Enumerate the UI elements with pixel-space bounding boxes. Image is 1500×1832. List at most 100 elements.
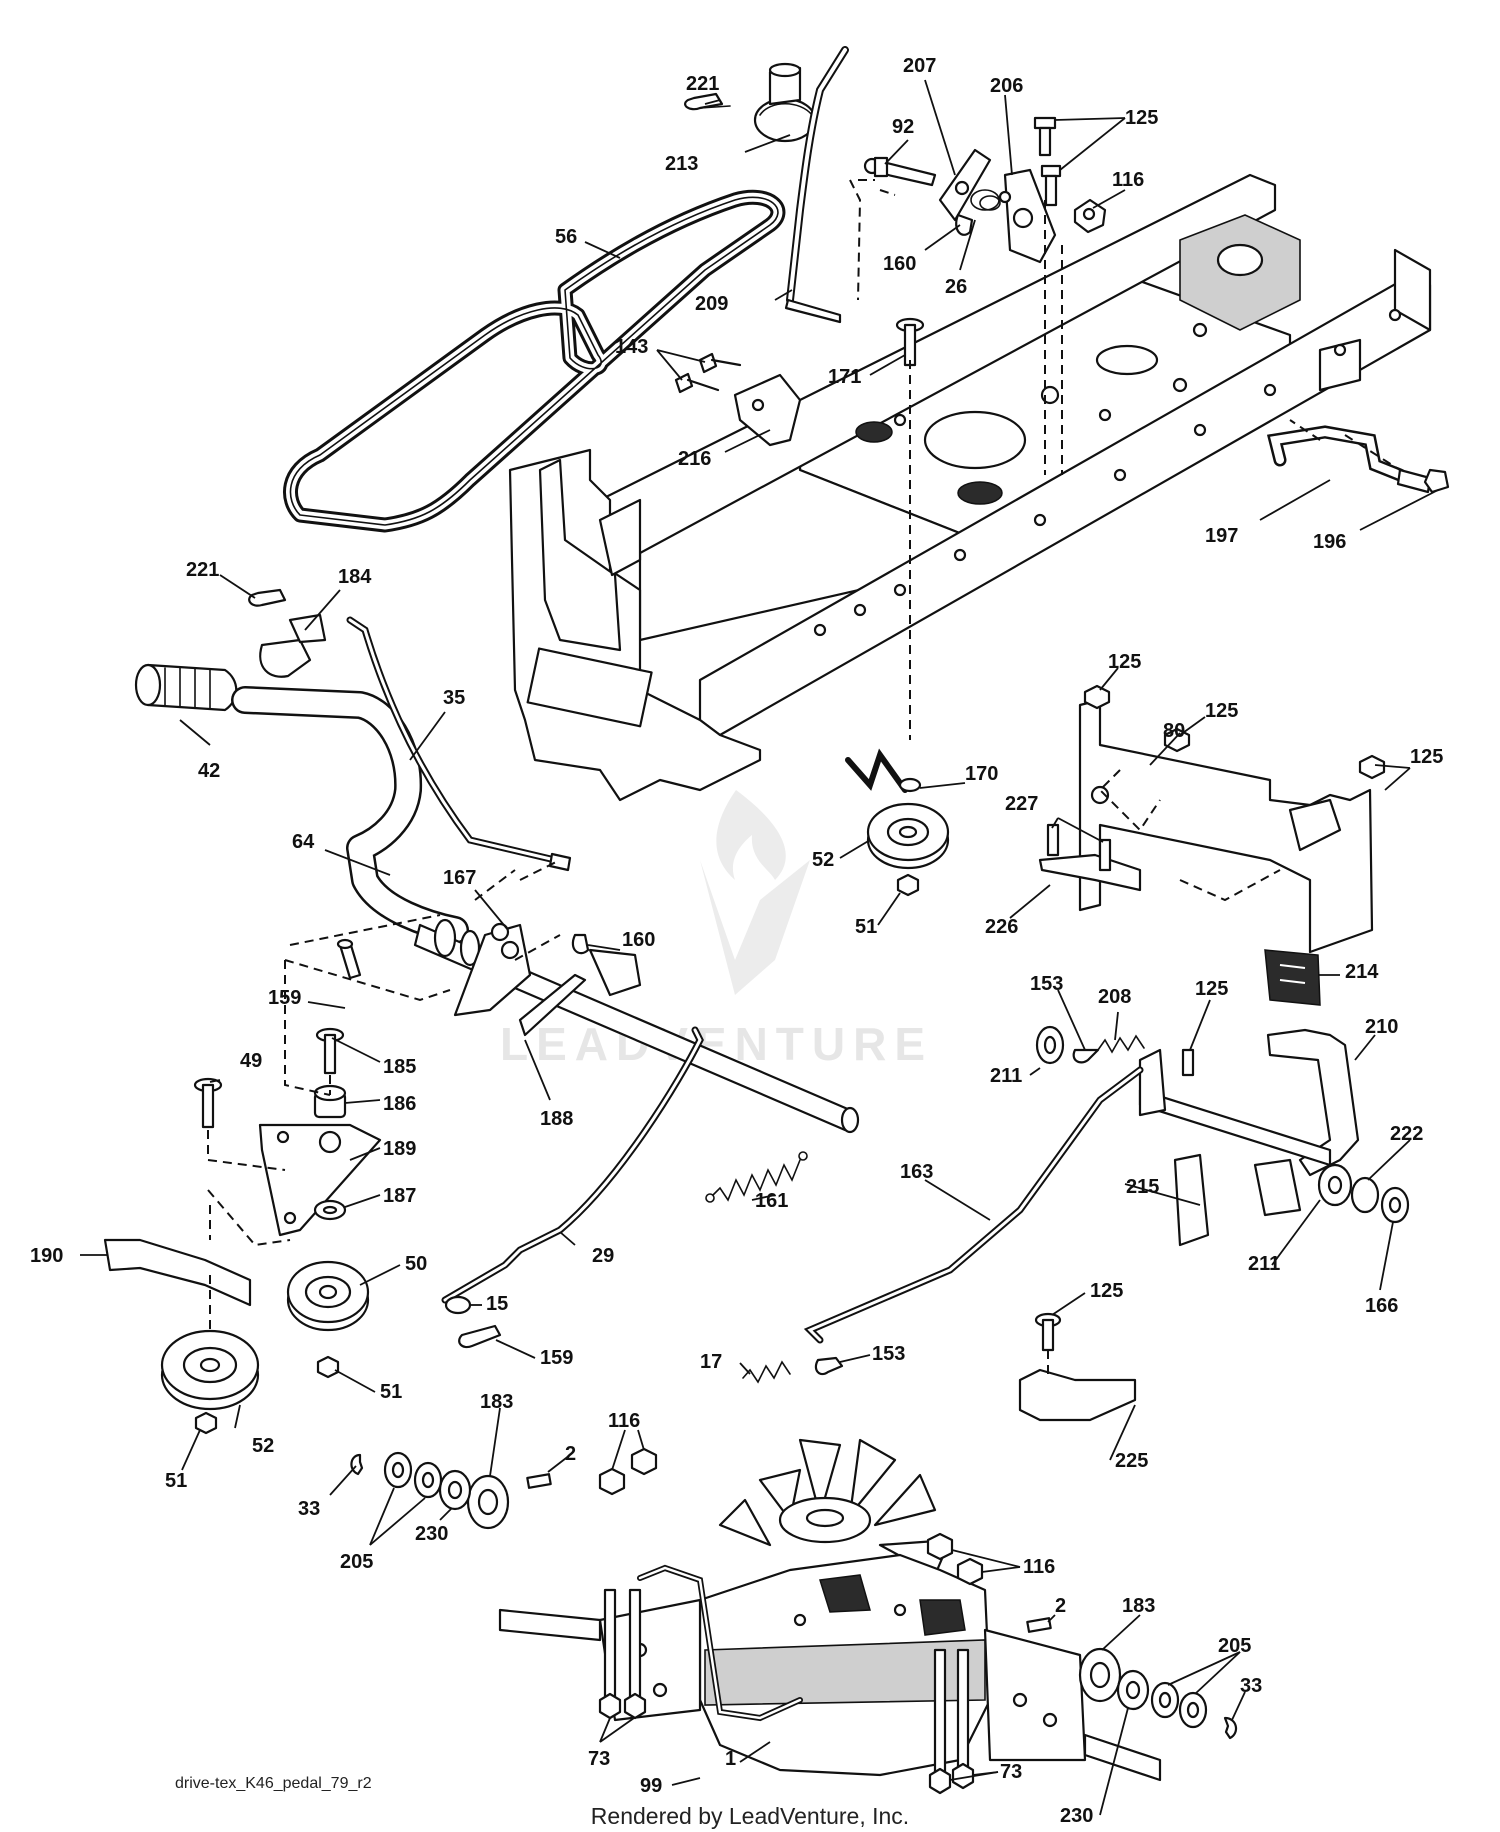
bracket-226 (1038, 853, 1142, 892)
callout-227: 227 (1005, 793, 1038, 815)
callout-190: 190 (30, 1245, 63, 1267)
spring-17 (742, 1360, 791, 1384)
washer-211-a (1035, 1025, 1065, 1065)
idler-170 (845, 748, 922, 793)
callout-215: 215 (1126, 1176, 1159, 1198)
cooling-fan (718, 1438, 952, 1577)
bracket-190 (103, 1238, 252, 1307)
washer-187 (313, 1199, 347, 1221)
lever-167 (453, 922, 532, 1017)
callout-51-left: 51 (380, 1381, 402, 1403)
callout-213: 213 (665, 153, 698, 175)
callout-2-right: 2 (1055, 1595, 1066, 1617)
callout-205-right: 205 (1218, 1635, 1251, 1657)
pedal-knob-213 (753, 62, 817, 143)
callout-167: 167 (443, 867, 476, 889)
washer-166 (1380, 1186, 1410, 1224)
callout-116-top: 116 (1112, 169, 1144, 191)
nuts-116-transaxle-left (598, 1447, 658, 1496)
callout-189: 189 (383, 1138, 416, 1160)
callout-183-right: 183 (1122, 1595, 1155, 1617)
screws-143 (674, 352, 742, 394)
ring-33-left (350, 1453, 364, 1476)
washer-211-b (1317, 1163, 1353, 1207)
shaft-right (1138, 1048, 1332, 1217)
callout-159-mid: 159 (268, 987, 301, 1009)
bolt-125-low (1034, 1312, 1062, 1352)
callout-73-right: 73 (1000, 1761, 1022, 1783)
bolt-92 (873, 156, 889, 178)
callout-210: 210 (1365, 1016, 1398, 1038)
callout-125-low: 125 (1090, 1280, 1123, 1302)
clip-153 (1072, 1048, 1100, 1064)
callout-205-left: 205 (340, 1551, 373, 1573)
callout-221-top: 221 (686, 73, 719, 95)
callout-80: 80 (1163, 720, 1185, 742)
callout-64: 64 (292, 831, 315, 853)
callout-125-bracket-a: 125 (1108, 651, 1141, 673)
leader-lines (80, 79, 1439, 1816)
callout-185: 185 (383, 1056, 416, 1078)
spring-26 (970, 189, 1001, 211)
callout-161: 161 (755, 1190, 788, 1212)
callout-166: 166 (1365, 1295, 1398, 1317)
callout-221-mid: 221 (186, 559, 219, 581)
nuts-116-transaxle-right (926, 1532, 984, 1586)
knob-42 (134, 663, 238, 712)
pulley-52-left (160, 1329, 260, 1411)
callout-208: 208 (1098, 986, 1131, 1008)
callout-51-bottom: 51 (165, 1470, 187, 1492)
key-2-left (526, 1473, 552, 1489)
bolt-49 (193, 1077, 223, 1129)
callout-15: 15 (486, 1293, 508, 1315)
spring-161 (705, 1151, 808, 1203)
washers-205-right (1150, 1681, 1208, 1729)
bolts-73-left (598, 1588, 647, 1720)
callout-209: 209 (695, 293, 728, 315)
callout-33-right: 33 (1240, 1675, 1262, 1697)
callout-17: 17 (700, 1351, 722, 1373)
callout-52-center: 52 (812, 849, 834, 871)
callout-29: 29 (592, 1245, 614, 1267)
callout-125-bracket-b: 125 (1205, 700, 1238, 722)
callout-211-top: 211 (990, 1065, 1022, 1087)
clip-160-top (955, 213, 974, 236)
pin-125-pedal (1181, 1048, 1195, 1077)
nut-51-a (316, 1355, 340, 1379)
hitch-rod-197 (1266, 425, 1450, 494)
washer-230-left (438, 1469, 472, 1511)
nut-116-top (1073, 198, 1107, 234)
pedal-215 (1173, 1153, 1210, 1247)
callout-222: 222 (1390, 1123, 1423, 1145)
callout-42: 42 (198, 760, 220, 782)
key-2-right (1026, 1617, 1052, 1633)
callout-196: 196 (1313, 531, 1346, 553)
callout-labels: 221 213 207 206 125 92 116 56 160 26 209… (30, 55, 1443, 1827)
callout-225: 225 (1115, 1450, 1148, 1472)
washers-205-left (383, 1451, 443, 1499)
lift-rod-209 (784, 46, 849, 324)
callout-226: 226 (985, 916, 1018, 938)
ring-33-right (1223, 1716, 1238, 1740)
callout-2-left: 2 (565, 1443, 576, 1465)
transaxle-1 (498, 1438, 1162, 1782)
callout-197: 197 (1205, 525, 1238, 547)
idler-arm-189 (258, 1123, 382, 1237)
hairpin-221-top (684, 92, 731, 111)
knob-184 (259, 613, 327, 678)
callout-52-left: 52 (252, 1435, 274, 1457)
callout-160-mid: 160 (622, 929, 655, 951)
callout-33-left: 33 (298, 1498, 320, 1520)
bearing-183-left (466, 1474, 510, 1530)
bracket-216 (733, 373, 802, 447)
rod-64 (231, 686, 469, 944)
rod-99 (637, 1564, 803, 1722)
callout-99: 99 (640, 1775, 662, 1797)
rod-163 (803, 1066, 1144, 1344)
callout-56: 56 (555, 226, 577, 248)
render-credit: Rendered by LeadVenture, Inc. (591, 1803, 909, 1829)
bracket-225 (1018, 1368, 1137, 1422)
callout-183-left: 183 (480, 1391, 513, 1413)
pedal-arm-188 (518, 948, 642, 1037)
